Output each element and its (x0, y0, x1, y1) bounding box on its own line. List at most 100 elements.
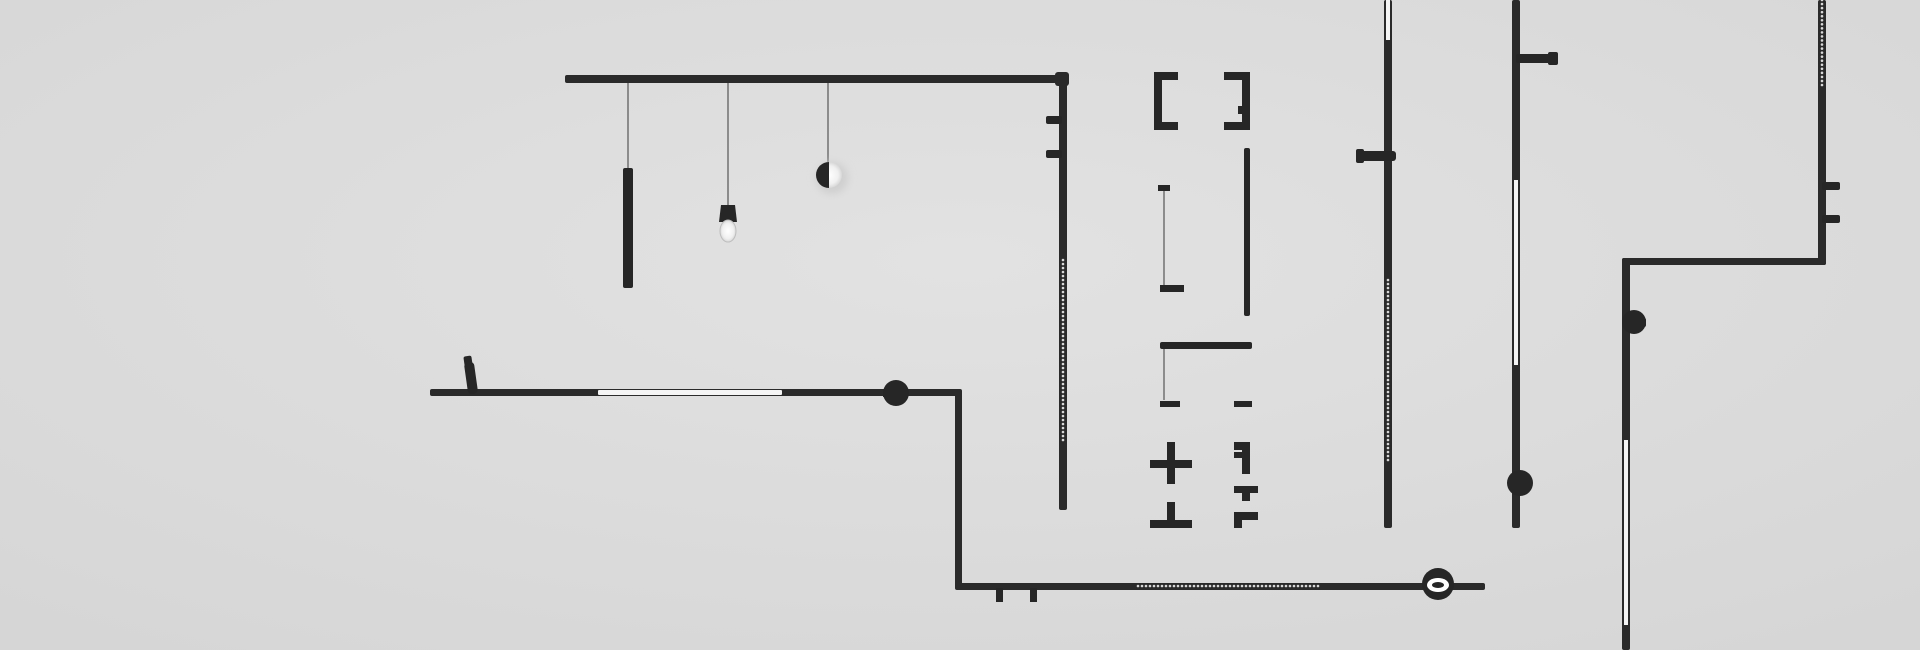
vertical-dot-led-strip (1061, 258, 1065, 442)
led-dot (1192, 584, 1196, 588)
led-dot (1386, 350, 1390, 354)
led-dot (1212, 584, 1216, 588)
led-dot (1386, 454, 1390, 458)
led-dot (1061, 318, 1065, 322)
led-dot (1386, 358, 1390, 362)
led-dot (1264, 584, 1268, 588)
led-dot (1386, 342, 1390, 346)
led-dot (1386, 406, 1390, 410)
pendant-globe-mount (816, 162, 829, 188)
small-connector-h (1234, 486, 1258, 493)
led-dot (1236, 584, 1240, 588)
led-dot (1061, 402, 1065, 406)
led-dot (1820, 79, 1824, 83)
led-dot (1386, 398, 1390, 402)
led-dot (1820, 14, 1824, 18)
led-dot (1820, 31, 1824, 34)
led-dot (1304, 584, 1308, 588)
led-dot (1820, 18, 1824, 22)
led-dot (1172, 584, 1176, 588)
led-dot (1386, 410, 1390, 414)
led-dot (1188, 584, 1192, 588)
led-dot (1300, 584, 1304, 588)
led-dot (1386, 298, 1390, 302)
led-dot (1061, 326, 1065, 330)
led-dot (1296, 584, 1300, 588)
vertical-track-1-top-led (1386, 0, 1390, 40)
led-dot (1386, 318, 1390, 322)
led-dot (1200, 584, 1204, 588)
led-dot (1272, 584, 1276, 588)
t-connector-v (1167, 502, 1175, 524)
led-dot (1820, 35, 1824, 38)
led-dot (1061, 270, 1065, 274)
led-dot (1820, 75, 1824, 79)
led-dot (1386, 366, 1390, 370)
led-dot (1061, 266, 1065, 270)
led-dot (1061, 322, 1065, 326)
led-dot (1284, 584, 1288, 588)
led-dot (1386, 414, 1390, 418)
vertical-track-1-spot (1356, 151, 1396, 161)
vertical-track-2-group (1507, 0, 1558, 528)
led-dot (1386, 446, 1390, 450)
led-dot (1386, 314, 1390, 318)
led-dot (1061, 418, 1065, 422)
component-small-foot-1 (1160, 401, 1180, 407)
led-dot (1386, 330, 1390, 334)
led-dot (1386, 354, 1390, 358)
led-dot (1061, 282, 1065, 286)
led-dot (1308, 584, 1312, 588)
led-dot (1386, 290, 1390, 294)
led-dot (1386, 310, 1390, 314)
led-dot (1386, 386, 1390, 390)
led-dot (1386, 374, 1390, 378)
bottom-connector-1 (996, 588, 1003, 602)
led-dot (1176, 584, 1180, 588)
led-dot (1292, 584, 1296, 588)
corner-bracket-right (1224, 72, 1250, 130)
led-dot (1156, 584, 1160, 588)
led-dot (1061, 374, 1065, 378)
corner-bracket-left (1154, 72, 1178, 130)
led-dot (1820, 6, 1824, 10)
led-dot (1820, 83, 1824, 87)
led-dot (1386, 302, 1390, 306)
led-dot (1820, 71, 1824, 75)
led-dot (1256, 584, 1260, 588)
cross-connector-v (1167, 442, 1175, 484)
led-dot (1061, 422, 1065, 426)
right-connector-2 (1822, 215, 1840, 223)
led-dot (1386, 394, 1390, 398)
led-dot (1061, 358, 1065, 362)
led-dot (1061, 294, 1065, 298)
led-dot (1820, 22, 1824, 26)
led-dot (1820, 0, 1824, 2)
l-connector-1-tab (1234, 452, 1242, 458)
globe-spotlight (883, 380, 909, 406)
linear-led-segment (598, 390, 782, 395)
top-corner-joint (1055, 72, 1069, 86)
led-dot (1148, 584, 1152, 588)
led-dot (1386, 450, 1390, 454)
led-dot (1252, 584, 1256, 588)
led-dot (1386, 282, 1390, 286)
led-dot (1386, 402, 1390, 406)
led-dot (1061, 342, 1065, 346)
led-dot (1061, 330, 1065, 334)
led-dot (1386, 442, 1390, 446)
led-dot (1386, 378, 1390, 382)
led-dot (1061, 382, 1065, 386)
top-l-track-group (565, 72, 1069, 510)
led-dot (1240, 584, 1244, 588)
led-dot (1061, 398, 1065, 402)
led-dot (1232, 584, 1236, 588)
led-dot (1180, 584, 1184, 588)
track-connector-1 (1046, 116, 1062, 124)
lower-vertical-track (955, 389, 962, 589)
led-dot (1386, 334, 1390, 338)
l-connector-2 (1234, 512, 1258, 528)
led-dot (1061, 306, 1065, 310)
led-dot (1248, 584, 1252, 588)
led-dot (1061, 350, 1065, 354)
